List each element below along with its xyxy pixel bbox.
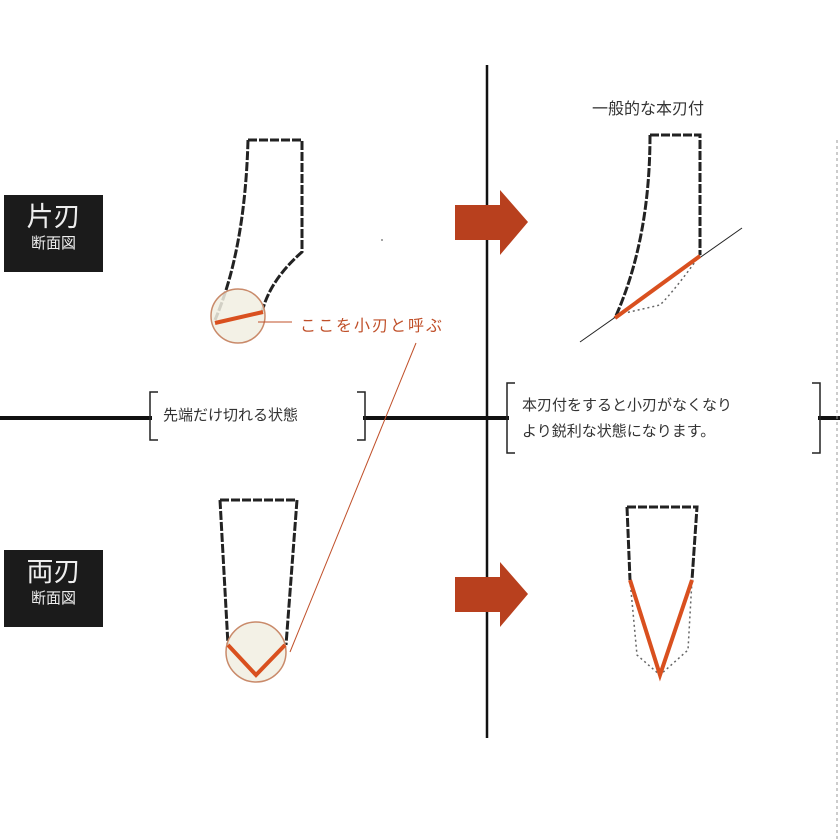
right-caption-line-2: より鋭利な状態になります。 (522, 419, 716, 444)
honed-single-bevel-blade (613, 133, 702, 319)
arrow-right-icon (455, 562, 528, 627)
callout-leader-line (289, 342, 417, 653)
callout-text: ここを小刃と呼ぶ (300, 316, 445, 335)
removed-material-outline (624, 254, 701, 314)
bracket-left (149, 391, 366, 441)
honed-edge (613, 254, 702, 320)
bracket-right (506, 382, 821, 454)
right-title: 一般的な本刃付 (592, 99, 705, 118)
double-bevel-subtitle: 断面図 (30, 589, 76, 607)
honed-double-bevel-blade (625, 505, 699, 581)
double-bevel-label: 両刃 断面図 (4, 550, 103, 627)
single-bevel-subtitle: 断面図 (30, 234, 76, 252)
right-caption-line-1: 本刃付をすると小刃がなくなり (522, 393, 733, 418)
double-bevel-blade (218, 498, 299, 646)
dot (381, 239, 383, 241)
single-bevel-label: 片刃 断面図 (4, 195, 103, 272)
single-bevel-title: 片刃 (26, 202, 81, 233)
double-bevel-title: 両刃 (26, 557, 81, 588)
honed-edge (628, 579, 694, 682)
arrow-right-icon (455, 190, 528, 255)
small-bevel-edge (226, 643, 287, 678)
left-caption: 先端だけ切れる状態 (163, 403, 299, 428)
removed-material-outline (629, 579, 693, 676)
small-bevel-edge (214, 310, 264, 325)
highlight-circle (225, 621, 287, 683)
